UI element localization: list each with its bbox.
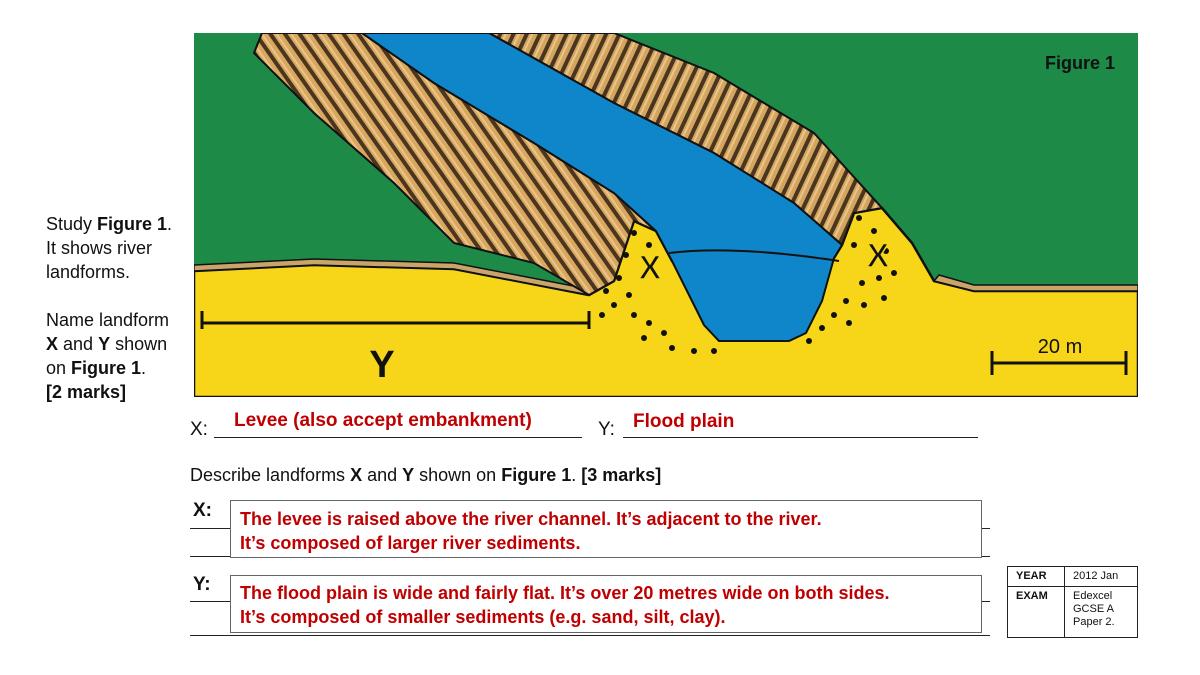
- river-channel: [360, 33, 844, 342]
- answer-y-text: Flood plain: [633, 411, 735, 432]
- river-landforms-figure: Figure 1 X X Y 20 m: [194, 33, 1138, 397]
- describe-y-line-2: [190, 635, 990, 636]
- scale-bar: [990, 351, 1128, 375]
- y-bracket: [200, 311, 591, 329]
- figure-title: Figure 1: [1045, 53, 1115, 73]
- coarse-sediment-dots: [599, 215, 897, 354]
- question-prompt: Study Figure 1. It shows river landforms…: [46, 214, 173, 402]
- describe-y-box: The flood plain is wide and fairly flat.…: [230, 575, 982, 633]
- describe-prompt: Describe landforms X and Y shown on Figu…: [190, 465, 662, 485]
- exam-key: EXAM: [1007, 586, 1065, 638]
- answer-x-line: [214, 437, 582, 438]
- describe-x-line2: It’s composed of larger river sediments.: [240, 533, 581, 553]
- describe-x-label: X:: [193, 500, 212, 521]
- answer-x-text: Levee (also accept embankment): [234, 410, 532, 431]
- year-value: 2012 Jan: [1064, 566, 1138, 587]
- describe-y-line2: It’s composed of smaller sediments (e.g.…: [240, 607, 726, 627]
- describe-y-label: Y:: [193, 574, 211, 595]
- answer-y-line: [623, 437, 978, 438]
- answer-y-label: Y:: [598, 419, 615, 440]
- label-x-left: X: [639, 249, 662, 287]
- label-y: Y: [369, 344, 394, 386]
- label-x-right: X: [867, 237, 890, 275]
- exam-value: Edexcel GCSE A Paper 2.: [1064, 586, 1138, 638]
- answer-x-label: X:: [190, 419, 208, 440]
- scale-label: 20 m: [1038, 336, 1082, 358]
- year-key: YEAR: [1007, 566, 1065, 587]
- describe-x-box: The levee is raised above the river chan…: [230, 500, 982, 558]
- exam-meta-table: YEAR 2012 Jan EXAM Edexcel GCSE A Paper …: [1007, 566, 1138, 638]
- describe-y-line1: The flood plain is wide and fairly flat.…: [240, 583, 890, 603]
- describe-x-line1: The levee is raised above the river chan…: [240, 509, 822, 529]
